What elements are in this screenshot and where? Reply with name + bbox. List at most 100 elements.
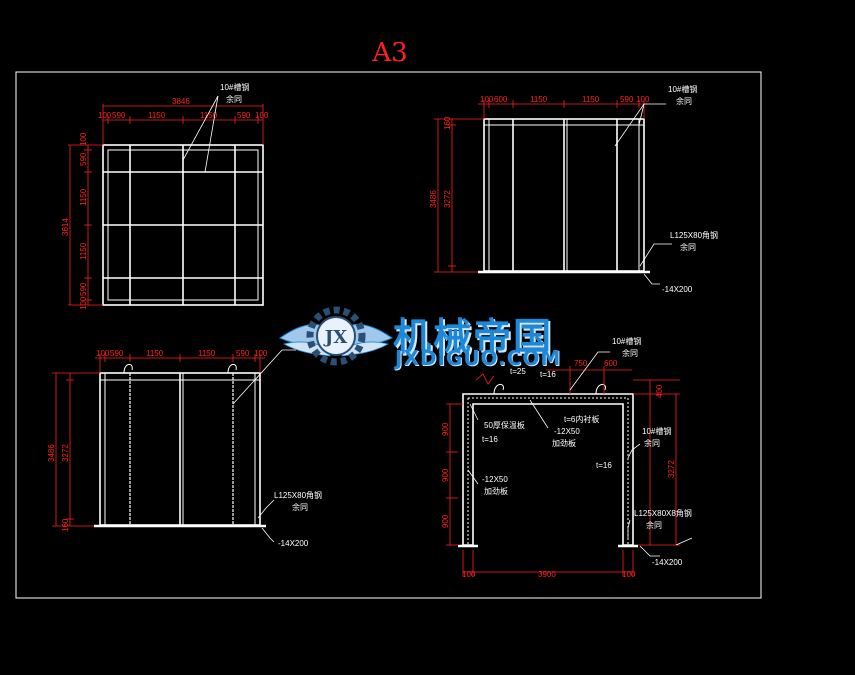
section-label: L125X80X8角钢 <box>634 508 692 518</box>
watermark-logo: JX <box>278 306 394 366</box>
dim-label: 3486 <box>47 444 56 462</box>
front-right-dimensions <box>434 100 648 273</box>
section-dimensions <box>446 366 680 576</box>
dim-label: 1150 <box>200 111 218 120</box>
dim-label: 100 <box>255 111 269 120</box>
section-leaders <box>467 351 693 557</box>
dim-label: 400 <box>655 384 664 398</box>
dim-label-total: 3846 <box>172 97 190 106</box>
dim-label: 3900 <box>538 570 556 579</box>
section-label: t=6内衬板 <box>564 414 599 424</box>
section-label: 加劲板 <box>552 438 576 448</box>
dim-label: 590 <box>237 111 251 120</box>
top-view <box>102 144 264 306</box>
dim-label: 900 <box>441 468 450 482</box>
dim-label: 750 <box>574 359 588 368</box>
section-label: t=16 <box>596 461 612 470</box>
section-label: -12X50 <box>482 475 508 484</box>
section-dim-text: 750 600 100 3900 100 900 900 900 400 327… <box>441 359 676 579</box>
dim-label: 900 <box>441 514 450 528</box>
dim-label: 1150 <box>148 111 166 120</box>
dim-label: 100 <box>96 349 110 358</box>
section-label: 50厚保温板 <box>484 420 525 430</box>
dim-label: 600 <box>494 95 508 104</box>
dim-label: 3272 <box>61 444 70 462</box>
callout-line: 余同 <box>226 94 242 104</box>
dim-label: 100 <box>98 111 112 120</box>
lifting-lug <box>227 363 237 374</box>
dim-label: 100 <box>254 349 268 358</box>
callout-line: 余同 <box>676 96 692 106</box>
lifting-lug <box>493 384 504 395</box>
dim-label: 1150 <box>79 188 88 206</box>
dim-label: 160 <box>61 518 70 532</box>
dim-label: 3272 <box>443 190 452 208</box>
section-label: 余同 <box>646 520 662 530</box>
front-left-leaders <box>232 349 296 543</box>
callout-line: L125X80角钢 <box>274 490 322 500</box>
gear-icon <box>306 306 366 366</box>
top-view-callout: 10#槽钢 余同 <box>220 82 249 104</box>
top-view-leaders <box>182 95 219 173</box>
dim-label-total: 3614 <box>61 218 70 236</box>
lifting-lug <box>595 384 606 395</box>
callout-line: 余同 <box>622 348 638 358</box>
dim-label: 1150 <box>146 349 164 358</box>
section-label: -12X50 <box>554 427 580 436</box>
section-view <box>458 384 638 548</box>
section-label: t=16 <box>540 370 556 379</box>
callout-line: L125X80角钢 <box>670 230 718 240</box>
dim-label: 1150 <box>198 349 216 358</box>
section-label: 加劲板 <box>484 486 508 496</box>
logo-monogram: JX <box>323 327 348 348</box>
dim-label: 590 <box>620 95 634 104</box>
callout-line: -14X200 <box>278 539 309 548</box>
dim-label: 1150 <box>582 95 600 104</box>
dim-label: 590 <box>110 349 124 358</box>
dim-label: 100 <box>480 95 494 104</box>
section-callouts: 10#槽钢 余同 t=25 t=16 t=6内衬板 50厚保温板 -12X50 … <box>482 336 692 567</box>
callout-line: 余同 <box>292 502 308 512</box>
dim-label: 590 <box>79 152 88 166</box>
front-left-callouts: L125X80角钢 余同 -14X200 <box>274 490 322 548</box>
dim-label: 100 <box>636 95 650 104</box>
dim-label: 3272 <box>667 460 676 478</box>
callout-line: 10#槽钢 <box>668 84 697 94</box>
callout-line: -14X200 <box>662 285 693 294</box>
dim-label: 600 <box>604 359 618 368</box>
dim-label: 1150 <box>530 95 548 104</box>
front-right-callouts: 10#槽钢 余同 L125X80角钢 余同 -14X200 <box>662 84 718 294</box>
dim-label: 100 <box>79 296 88 310</box>
front-right-view <box>478 118 650 274</box>
section-label: -14X200 <box>652 558 683 567</box>
section-label: t=16 <box>482 435 498 444</box>
front-left-dimensions <box>52 354 265 527</box>
dim-label: 100 <box>622 570 636 579</box>
dim-label: 100 <box>462 570 476 579</box>
section-label: 10#槽钢 <box>642 426 671 436</box>
dim-label: 900 <box>441 422 450 436</box>
front-left-view <box>94 363 266 528</box>
dim-label: 100 <box>79 132 88 146</box>
dim-label: 590 <box>236 349 250 358</box>
dim-label: 160 <box>443 116 452 130</box>
top-view-dim-text: 100 590 1150 1150 590 100 3846 100 590 1… <box>61 97 269 310</box>
section-label: 余同 <box>644 438 660 448</box>
drawing-border <box>15 71 762 599</box>
sheet-size-title: A3 <box>372 38 408 68</box>
callout-line: 10#槽钢 <box>220 82 249 92</box>
callout-line: 10#槽钢 <box>612 336 641 346</box>
front-left-dim-text: 100 590 1150 1150 590 100 3486 3272 160 <box>47 349 268 532</box>
front-right-dim-text: 100 600 1150 1150 590 100 160 3486 3272 <box>429 95 650 208</box>
callout-line: 余同 <box>680 242 696 252</box>
section-label: t=25 <box>510 367 526 376</box>
dim-label: 590 <box>112 111 126 120</box>
dim-label: 590 <box>79 282 88 296</box>
top-view-dimensions <box>68 104 264 306</box>
dim-label: 3486 <box>429 190 438 208</box>
watermark-name: 机械帝国 <box>393 315 554 359</box>
front-right-leaders <box>614 103 672 285</box>
lifting-lug <box>123 363 133 374</box>
watermark-site: JXDIGUO.COM <box>395 346 562 370</box>
